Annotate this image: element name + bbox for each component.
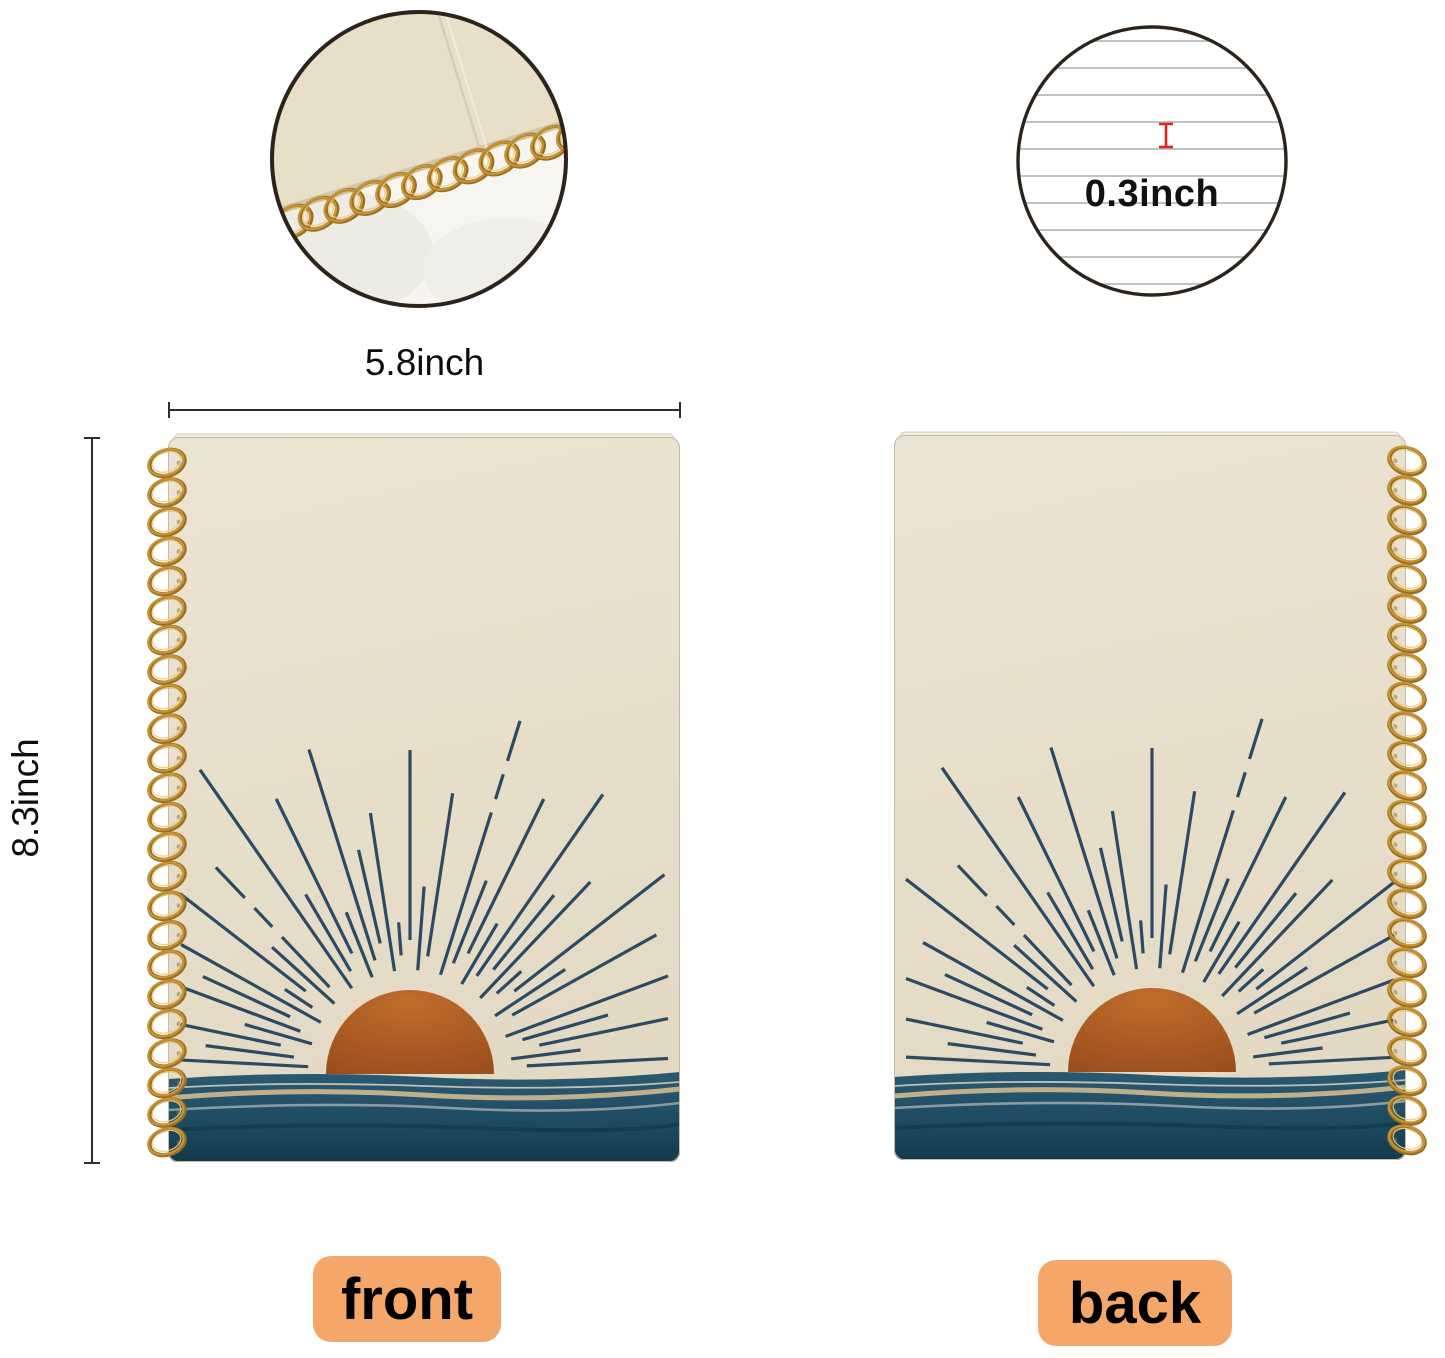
spiral-coil (1387, 652, 1427, 683)
spiral-binding-zoom-illustration (270, 10, 568, 308)
spiral-coil (401, 164, 443, 201)
line-spacing-detail-callout: 0.3inch (1014, 23, 1290, 299)
spiral-coil (349, 179, 392, 216)
spiral-coil (426, 156, 469, 193)
width-dimension-label: 5.8inch (364, 342, 485, 383)
spiral-coil (1387, 799, 1427, 831)
spiral-coil (1387, 593, 1427, 624)
spiral-coil (147, 831, 187, 863)
spiral-coil (1387, 1006, 1427, 1038)
spiral-coil (323, 187, 366, 224)
spiral-coil (1387, 711, 1427, 743)
spiral-coil (147, 860, 187, 892)
spiral-coil (147, 1008, 187, 1040)
spiral-coil (1387, 917, 1427, 949)
spiral-coil (1387, 475, 1427, 506)
front-label: front (313, 1256, 501, 1342)
notebook-front-view (147, 433, 680, 1162)
sun-rays (905, 718, 1395, 1067)
spiral-coil (147, 742, 187, 774)
spiral-coil (297, 195, 340, 232)
spiral-coil (1387, 1036, 1427, 1067)
spiral-coil (452, 148, 495, 185)
sun-disc (1068, 988, 1236, 1072)
spiral-coil (147, 536, 187, 567)
spiral-coil (147, 1038, 187, 1069)
spiral-coil (1387, 681, 1427, 713)
spiral-binding (1387, 445, 1427, 1156)
width-dimension-line (168, 402, 681, 418)
spiral-coil (147, 920, 187, 951)
spiral-coil (1387, 770, 1427, 802)
ruled-paper-illustration (1016, 25, 1288, 297)
spiral-coil (1387, 1124, 1427, 1156)
spiral-coil (147, 1126, 187, 1158)
spiral-coil (147, 654, 187, 685)
spiral-coil (1387, 504, 1427, 536)
spiral-coil (504, 132, 546, 169)
spiral-coil (147, 506, 187, 538)
spiral-binding-detail-callout (268, 8, 570, 310)
spiral-coil (147, 979, 187, 1010)
spiral-coil (1387, 888, 1427, 920)
spiral-coil (147, 949, 187, 981)
spiral-coil (147, 890, 187, 922)
spiral-coil (1387, 740, 1427, 772)
dimension-tick (679, 402, 681, 418)
spiral-coil (147, 1067, 187, 1099)
spiral-coil (147, 683, 187, 715)
callout-circle-border (1016, 25, 1288, 297)
spiral-coil (478, 140, 521, 177)
spiral-coil (1387, 858, 1427, 890)
spiral-coil (1387, 534, 1427, 565)
dimension-line (91, 437, 93, 1164)
spiral-coil (147, 447, 187, 479)
spiral-coil (147, 713, 187, 745)
spiral-coil (1387, 445, 1427, 477)
spiral-coil (147, 1097, 187, 1128)
spiral-coil (1387, 622, 1427, 654)
spiral-coil (1387, 947, 1427, 979)
spacing-marker (1159, 122, 1173, 149)
spiral-coil (555, 116, 566, 153)
spiral-coil (147, 624, 187, 656)
spiral-coil (147, 477, 187, 508)
notebook-back-view (894, 431, 1427, 1160)
line-spacing-value: 0.3inch (1084, 173, 1220, 215)
spiral-coil (1387, 563, 1427, 595)
sun-rays (179, 720, 669, 1069)
sun-disc (326, 990, 494, 1074)
spiral-coil (1387, 1095, 1427, 1126)
spiral-coil (1387, 829, 1427, 861)
height-dimension-label: 8.3inch (5, 738, 46, 858)
spiral-coil (147, 772, 187, 804)
spiral-coil (147, 565, 187, 597)
height-dimension-line (84, 437, 100, 1164)
spiral-coil (147, 595, 187, 626)
spiral-coil (375, 172, 417, 209)
water-band (894, 1070, 1406, 1160)
water-band (168, 1072, 680, 1162)
callout-circle-border (270, 10, 568, 308)
spiral-coil (147, 801, 187, 833)
spiral-coil (1387, 1065, 1427, 1097)
spiral-coil (1387, 976, 1427, 1008)
back-label: back (1038, 1260, 1232, 1346)
dimension-tick (84, 1162, 100, 1164)
dimension-line (168, 409, 681, 411)
spiral-binding (147, 447, 187, 1158)
